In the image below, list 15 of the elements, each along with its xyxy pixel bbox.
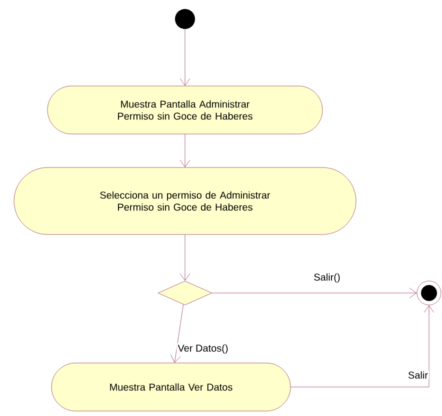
arrow: [290, 305, 434, 388]
arrow: [180, 234, 190, 281]
edge-label: Ver Datos(): [176, 343, 230, 355]
arrow: [180, 29, 190, 86]
action-node: Selecciona un permiso de Administrar Permiso sin Goce de Haberes: [14, 167, 356, 235]
final-node: [416, 280, 442, 306]
arrow: [170, 304, 184, 363]
decision-diamond: [158, 280, 212, 306]
action-node: Muestra Pantalla Administrar Permiso sin Goce de Haberes: [47, 86, 323, 134]
arrow: [212, 288, 417, 298]
arrow: [180, 134, 190, 168]
action-node: Muestra Pantalla Ver Datos: [51, 362, 291, 412]
initial-node: [175, 9, 195, 29]
edge-label: Salir: [407, 370, 429, 380]
edge-label: Salir(): [312, 272, 342, 284]
